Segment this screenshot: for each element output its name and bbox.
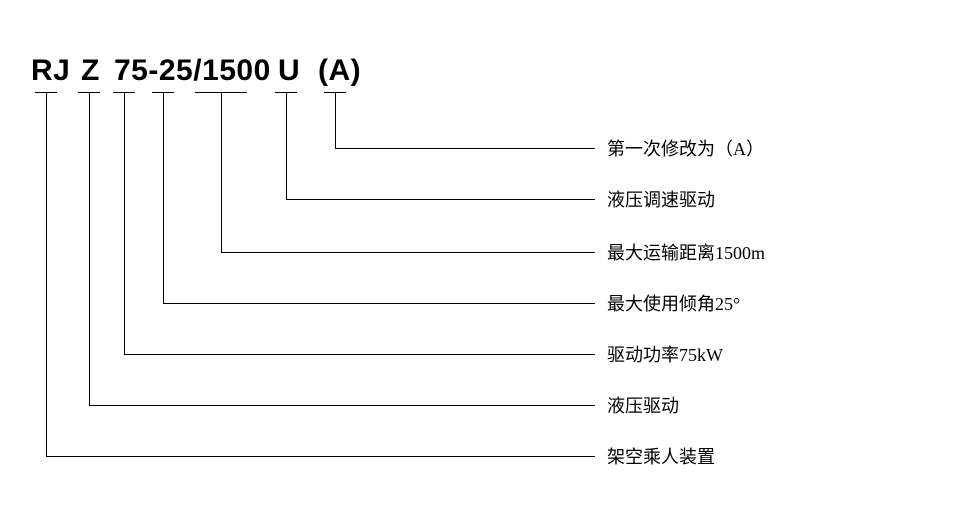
connector-angle [163,92,595,304]
code-segment-revision: (A) [318,54,362,87]
connector-speed-control [286,92,595,200]
label-revision: 第一次修改为（A） [607,139,764,159]
connector-distance [221,92,595,253]
connector-drive [89,92,595,406]
code-segment-series: RJ [31,54,71,87]
label-distance: 最大运输距离1500m [607,243,766,263]
connector-revision [335,92,595,149]
label-speed-control: 液压调速驱动 [607,190,715,210]
connector-power [124,92,595,355]
connector-series [46,92,595,457]
code-segment-drive: Z [81,54,100,87]
label-angle: 最大使用倾角25° [607,294,741,314]
label-power: 驱动功率75kW [607,345,723,365]
code-segment-spec: 75-25/1500 [114,54,271,87]
code-segment-speed-control: U [278,54,301,87]
label-drive: 液压驱动 [607,396,679,416]
label-series: 架空乘人装置 [607,447,715,467]
